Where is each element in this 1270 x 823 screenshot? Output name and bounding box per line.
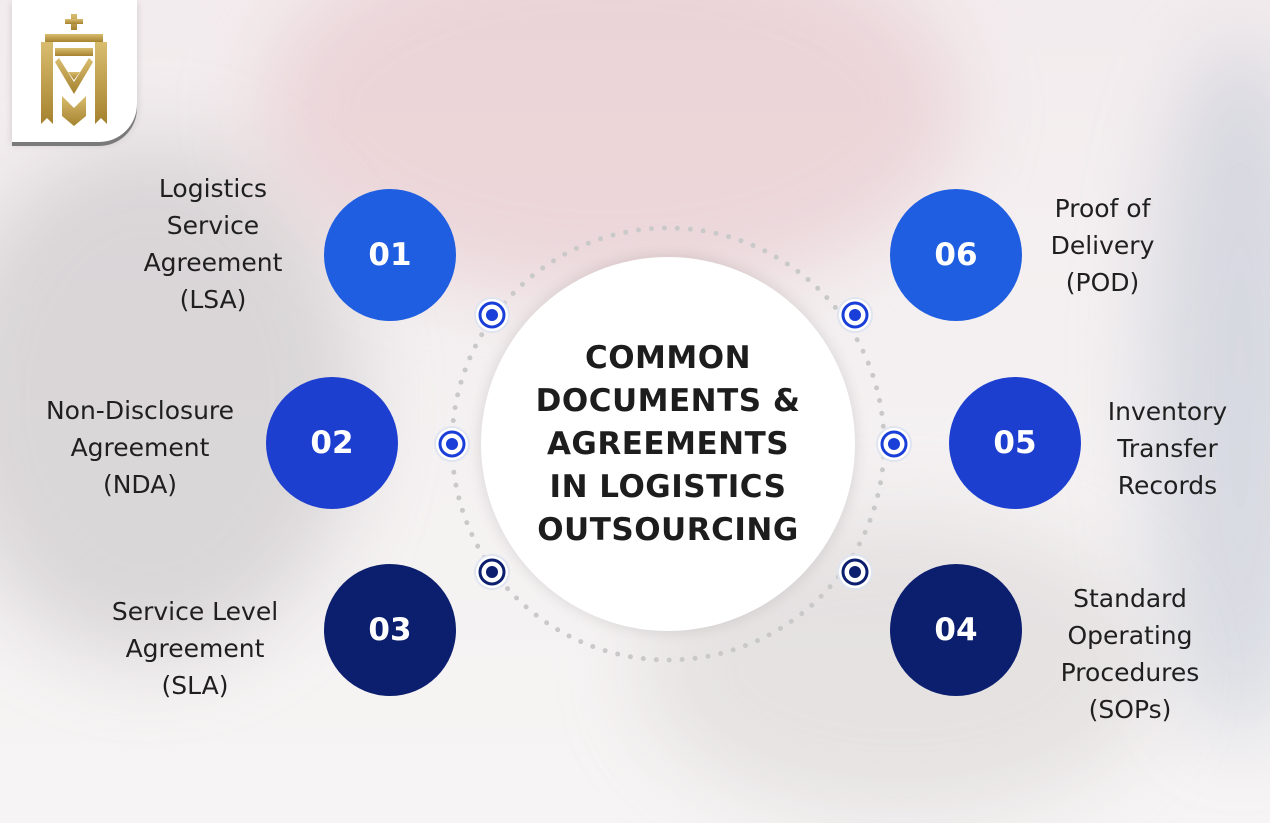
connector-03: [473, 553, 511, 595]
connector-01: [473, 296, 511, 338]
item-02-label: Non-Disclosure Agreement (NDA): [45, 396, 235, 499]
item-02-number-circle: 02: [266, 377, 398, 509]
item-06-number: 06: [934, 237, 978, 273]
item-06-label: Proof of Delivery (POD): [1050, 194, 1155, 297]
target-dot-icon: [474, 297, 510, 333]
target-dot-icon: [474, 554, 510, 590]
crown-monogram-logo-icon: [41, 14, 107, 126]
connector-06: [836, 296, 874, 338]
target-dot-icon: [837, 297, 873, 333]
item-01-number: 01: [368, 237, 412, 273]
target-dot-icon: [434, 426, 470, 462]
connector-05: [875, 425, 913, 467]
item-04-number-circle: 04: [890, 564, 1022, 696]
center-circle: COMMON DOCUMENTS & AGREEMENTS IN LOGISTI…: [481, 257, 855, 631]
target-dot-icon: [837, 554, 873, 590]
item-02-number: 02: [310, 425, 354, 461]
connector-02: [433, 425, 471, 467]
item-01-label: Logistics Service Agreement (LSA): [143, 174, 283, 314]
connector-04: [836, 553, 874, 595]
item-05-number: 05: [993, 425, 1037, 461]
item-05-label: Inventory Transfer Records: [1107, 397, 1228, 500]
item-03-label: Service Level Agreement (SLA): [111, 597, 279, 700]
target-dot-icon: [876, 426, 912, 462]
item-03-number: 03: [368, 612, 412, 648]
logo-card: [12, 0, 137, 142]
item-05-number-circle: 05: [949, 377, 1081, 509]
item-03-number-circle: 03: [324, 564, 456, 696]
item-06-number-circle: 06: [890, 189, 1022, 321]
center-title: COMMON DOCUMENTS & AGREEMENTS IN LOGISTI…: [535, 339, 801, 548]
item-04-label: Standard Operating Procedures (SOPs): [1060, 584, 1200, 724]
item-04-number: 04: [934, 612, 978, 648]
item-01-number-circle: 01: [324, 189, 456, 321]
